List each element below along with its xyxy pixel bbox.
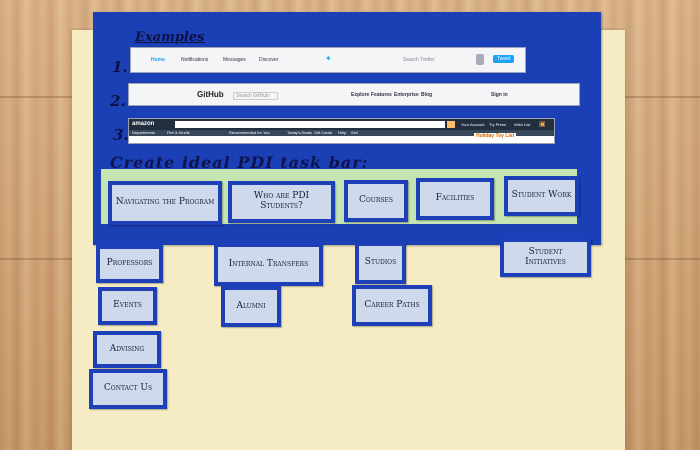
github-nav-blog: Blog (421, 92, 433, 98)
amazon-recommended: Recommended for You (229, 130, 270, 135)
nav-card-who-are-pdi-students: Who are PDI Students? (228, 181, 335, 223)
amazon-promo: Holiday Toy List (474, 133, 517, 139)
amazon-sell: Sell (351, 130, 358, 135)
nav-card-facilities: Facilities (416, 178, 494, 220)
amazon-search-box (175, 121, 445, 128)
github-nav-explore: Explore (351, 92, 370, 98)
amazon-deals: Today's Deals (287, 130, 312, 135)
twitter-discover: Discover (259, 57, 279, 63)
twitter-messages: Messages (223, 57, 246, 63)
nav-card-student-work: Student Work (504, 176, 579, 216)
amazon-wish-list: Wish List (514, 122, 531, 127)
twitter-search: Search Twitter (403, 57, 435, 63)
sub-card-events: Events (98, 287, 157, 325)
sub-card-contact-us: Contact Us (89, 369, 167, 409)
amazon-logo: amazon (132, 121, 155, 127)
twitter-notifications: Notifications (181, 57, 209, 63)
sub-card-advising: Advising (93, 331, 161, 368)
sub-card-career-paths: Career Paths (352, 285, 432, 326)
amazon-second-row: Departments Fire & Kindle Recommended fo… (129, 130, 554, 136)
example-number-3: 3. (113, 126, 129, 144)
amazon-gift-cards: Gift Cards (314, 130, 333, 135)
example-number-2: 2. (110, 92, 126, 110)
amazon-try-prime: Try Prime (489, 122, 507, 127)
cart-icon: ▣ (539, 121, 546, 128)
sub-card-professors: Professors (96, 245, 163, 283)
sub-card-student-initiatives: Student Initiatives (500, 238, 591, 277)
avatar (476, 54, 484, 65)
examples-title: Examples (135, 30, 205, 45)
twitter-bird-icon: ✦ (325, 54, 332, 63)
github-signin: Sign in (491, 92, 508, 98)
amazon-your-account: Your Account (461, 122, 485, 127)
amazon-help: Help (338, 130, 347, 135)
amazon-departments: Departments (132, 130, 155, 135)
amazon-top-bar: amazon Your Account Try Prime Wish List … (129, 119, 554, 130)
search-icon (447, 121, 455, 128)
github-navbar-printout: GitHub Search GitHub Explore Features En… (128, 83, 580, 106)
sub-card-studios: Studios (355, 242, 406, 284)
sub-card-alumni: Alumni (221, 286, 281, 327)
tweet-button: Tweet (493, 55, 515, 63)
nav-card-navigating-program: Navigating the Program (108, 181, 222, 225)
github-nav-features: Features (371, 92, 392, 98)
nav-card-courses: Courses (344, 180, 408, 222)
example-number-1: 1. (112, 58, 128, 76)
task-bar-heading: Create ideal PDI task bar: (110, 153, 369, 172)
github-search: Search GitHub (233, 92, 278, 100)
twitter-home: Home (151, 57, 165, 63)
amazon-navbar-printout: amazon Your Account Try Prime Wish List … (128, 118, 555, 144)
github-logo: GitHub (197, 90, 224, 99)
sub-card-internal-transfers: Internal Transfers (214, 243, 323, 286)
twitter-navbar-printout: Home Notifications Messages Discover ✦ S… (130, 47, 526, 73)
github-nav-enterprise: Enterprise (394, 92, 419, 98)
amazon-fire-kindle: Fire & Kindle (167, 130, 190, 135)
